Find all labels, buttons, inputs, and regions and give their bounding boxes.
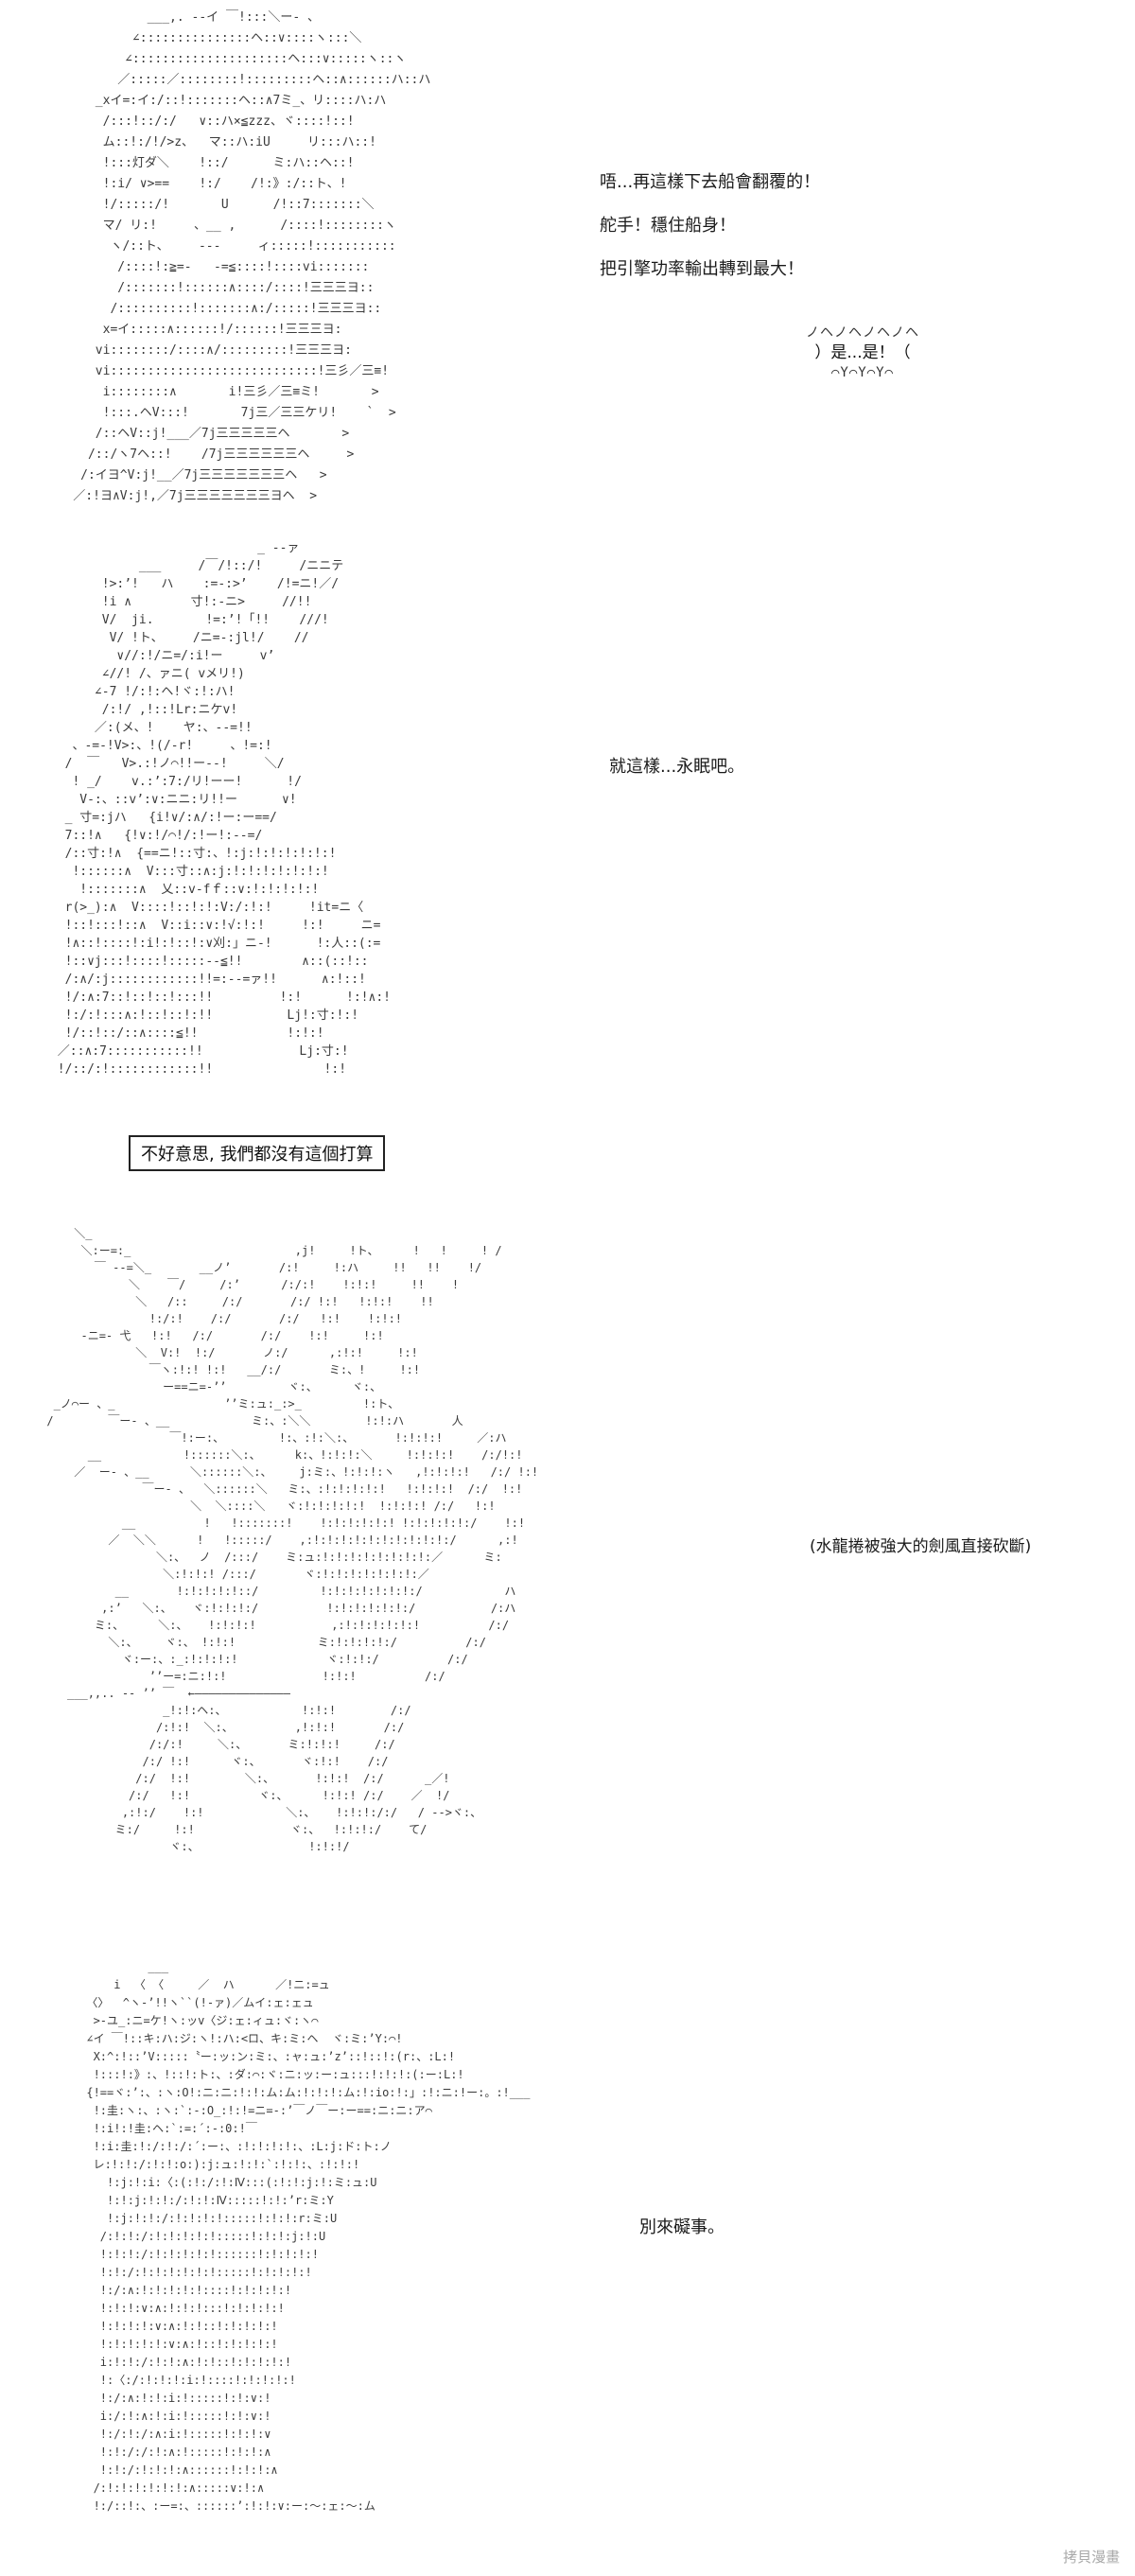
ascii-art-panel-swing: _ --ァ ___ /￣/!::/! /ニニテ !>:’! ハ :=-:>’ /… bbox=[57, 541, 391, 1077]
dialogue-line-2: 舵手！穩住船身！ bbox=[600, 216, 736, 236]
narration-text: (水龍捲被強大的劍風直接砍斷) bbox=[810, 1537, 1032, 1556]
dialogue-line-3: 把引擎功率輸出轉到最大！ bbox=[600, 259, 804, 279]
dialogue-block-1: 唔...再這樣下去船會翻覆的！ 舵手！穩住船身！ 把引擎功率輸出轉到最大！ bbox=[600, 168, 820, 299]
bubble-bottom-decoration: ⌒Y⌒Y⌒Y⌒ bbox=[830, 365, 894, 380]
dialogue-text-2: 就這樣...永眠吧。 bbox=[609, 757, 745, 777]
dialogue-text-4: 別來礙事。 bbox=[639, 2217, 725, 2237]
ascii-art-panel-interrupt: ___ i 〈 〈 ／ ハ ／!ニ:=ュ 〈〉 ^ヽ‐’!!ヽ``(!‐ァ)／ム… bbox=[86, 1960, 531, 2513]
caption-box: 不好意思, 我們都沒有這個打算 bbox=[129, 1135, 386, 1171]
bubble-text: ）是...是！（ bbox=[814, 343, 911, 362]
ascii-art-panel-sword-wind: ＼_ ＼:ー=:_ ,j! !ト、 ! ! ! / ￣ ‐-=＼_ __ノ’ /… bbox=[46, 1227, 539, 1853]
bubble-top-decoration: ノヘノヘノヘノヘ bbox=[806, 325, 919, 341]
shout-bubble: ノヘノヘノヘノヘ ）是...是！（ ⌒Y⌒Y⌒Y⌒ bbox=[806, 325, 919, 380]
site-watermark: 拷貝漫畫 bbox=[1062, 2549, 1120, 2566]
ascii-art-panel-helmsman: ___,. -‐イ ￣!:::＼ー- 、 ∠:::::::::::::::ヘ::… bbox=[73, 10, 431, 503]
dialogue-line-1: 唔...再這樣下去船會翻覆的！ bbox=[600, 172, 821, 192]
